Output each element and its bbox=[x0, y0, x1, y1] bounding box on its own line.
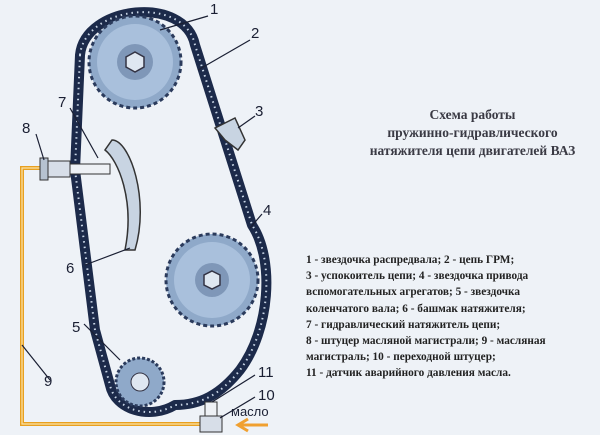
crankshaft-sprocket bbox=[114, 356, 166, 408]
callout-2: 2 bbox=[251, 25, 259, 42]
diagram-title: Схема работы пружинно-гидравлического на… bbox=[345, 106, 600, 160]
callout-6: 6 bbox=[66, 260, 74, 277]
legend-line: 1 - звездочка распредвала; 2 - цепь ГРМ; bbox=[306, 254, 515, 266]
legend-line: коленчатого вала; 6 - башмак натяжителя; bbox=[306, 302, 526, 315]
callout-1: 1 bbox=[210, 1, 218, 18]
callout-8: 8 bbox=[22, 120, 30, 137]
oil-label: масло bbox=[231, 404, 269, 419]
oil-flow-arrow bbox=[235, 417, 268, 433]
legend-line: 8 - штуцер масляной магистрали; 9 - масл… bbox=[306, 335, 546, 348]
legend-line: 3 - успокоитель цепи; 4 - звездочка прив… bbox=[306, 270, 529, 283]
callout-9: 9 bbox=[44, 373, 52, 390]
callout-4: 4 bbox=[263, 202, 271, 219]
tensioner-shoe bbox=[103, 139, 142, 251]
legend-line: 11 - датчик аварийного давления масла. bbox=[306, 367, 511, 380]
callout-5: 5 bbox=[72, 319, 80, 336]
timing-chain bbox=[70, 7, 272, 418]
callout-3: 3 bbox=[255, 103, 263, 120]
title-line: Схема работы bbox=[429, 107, 516, 122]
title-line: пружинно-гидравлического bbox=[387, 125, 558, 140]
camshaft-sprocket bbox=[87, 14, 183, 110]
auxiliary-drive-sprocket bbox=[164, 232, 260, 328]
chain-damper bbox=[213, 116, 246, 152]
callout-11: 11 bbox=[258, 364, 274, 381]
callout-7: 7 bbox=[58, 94, 66, 111]
hydraulic-tensioner bbox=[39, 157, 111, 181]
legend-line: 7 - гидравлический натяжитель цепи; bbox=[306, 318, 501, 331]
legend-line: вспомогательных агрегатов; 5 - звездочка bbox=[306, 286, 521, 299]
legend-line: магистраль; 10 - переходной штуцер; bbox=[306, 351, 496, 364]
adapter-fitting bbox=[199, 401, 223, 433]
legend: 1 - звездочка распредвала; 2 - цепь ГРМ;… bbox=[306, 252, 598, 382]
callout-10: 10 bbox=[258, 387, 275, 404]
title-line: натяжителя цепи двигателей ВАЗ bbox=[369, 143, 576, 158]
